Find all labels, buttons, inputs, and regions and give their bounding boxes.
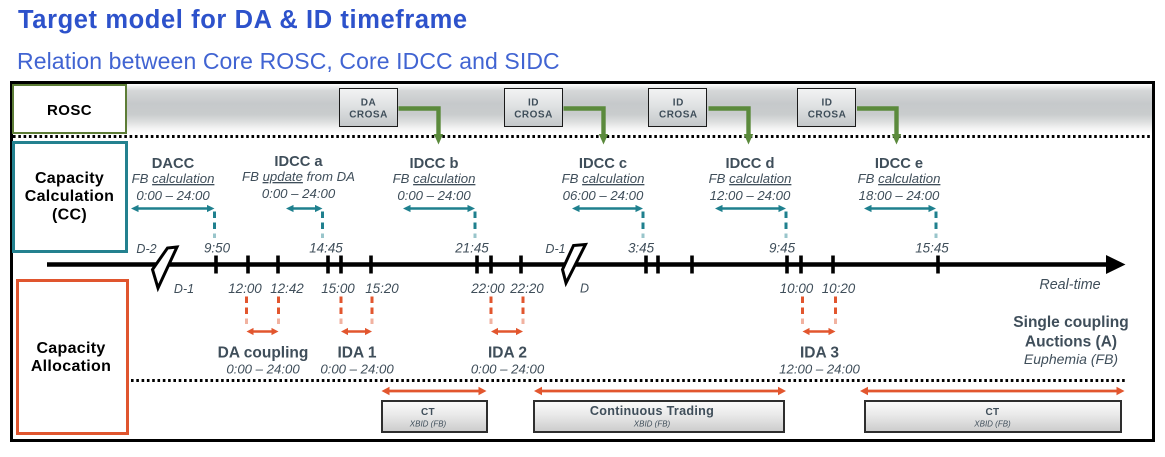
svg-text:10:00: 10:00 — [780, 281, 814, 296]
svg-text:0:00 – 24:00: 0:00 – 24:00 — [397, 188, 471, 203]
svg-text:9:50: 9:50 — [204, 241, 231, 256]
svg-text:IDA 3: IDA 3 — [800, 344, 839, 361]
svg-text:Real-time: Real-time — [1039, 277, 1100, 293]
svg-text:12:00 – 24:00: 12:00 – 24:00 — [710, 188, 791, 203]
svg-text:IDCC b: IDCC b — [410, 156, 459, 172]
svg-text:FB calculation: FB calculation — [858, 171, 941, 186]
svg-text:9:45: 9:45 — [769, 241, 796, 256]
svg-text:ID: ID — [528, 98, 539, 109]
svg-text:FB update from DA: FB update from DA — [242, 169, 355, 184]
svg-text:CROSA: CROSA — [808, 110, 847, 121]
svg-text:CROSA: CROSA — [659, 110, 698, 121]
svg-text:Capacity: Capacity — [36, 340, 105, 357]
svg-text:IDA 1: IDA 1 — [337, 344, 376, 361]
svg-text:21:45: 21:45 — [454, 241, 489, 256]
svg-text:DA: DA — [361, 98, 376, 109]
svg-text:15:20: 15:20 — [365, 281, 399, 296]
svg-text:12:42: 12:42 — [270, 281, 304, 296]
svg-text:D-2: D-2 — [136, 242, 156, 256]
svg-text:CT: CT — [986, 407, 1000, 418]
svg-text:06:00 – 24:00: 06:00 – 24:00 — [563, 188, 644, 203]
svg-text:0:00 – 24:00: 0:00 – 24:00 — [320, 362, 394, 377]
svg-text:12:00: 12:00 — [228, 281, 262, 296]
svg-text:10:20: 10:20 — [822, 281, 856, 296]
svg-text:IDCC a: IDCC a — [274, 154, 323, 170]
svg-text:0:00 – 24:00: 0:00 – 24:00 — [471, 362, 545, 377]
svg-text:CROSA: CROSA — [349, 110, 388, 121]
svg-text:Allocation: Allocation — [31, 358, 111, 375]
svg-text:Euphemia (FB): Euphemia (FB) — [1024, 351, 1118, 367]
svg-text:XBID (FB): XBID (FB) — [409, 420, 447, 429]
svg-text:22:00: 22:00 — [470, 281, 505, 296]
svg-text:0:00 – 24:00: 0:00 – 24:00 — [226, 362, 300, 377]
svg-text:FB calculation: FB calculation — [709, 171, 792, 186]
svg-text:FB calculation: FB calculation — [393, 171, 476, 186]
svg-text:22:20: 22:20 — [509, 281, 544, 296]
svg-text:D-1: D-1 — [545, 242, 565, 256]
svg-text:3:45: 3:45 — [628, 241, 655, 256]
svg-text:FB calculation: FB calculation — [562, 171, 645, 186]
svg-text:DACC: DACC — [152, 156, 195, 172]
svg-text:IDCC e: IDCC e — [875, 156, 923, 172]
svg-text:ID: ID — [822, 98, 833, 109]
svg-text:18:00 – 24:00: 18:00 – 24:00 — [859, 188, 940, 203]
svg-text:ROSC: ROSC — [47, 102, 92, 119]
svg-text:FB calculation: FB calculation — [132, 171, 215, 186]
svg-text:Auctions (A): Auctions (A) — [1025, 334, 1117, 351]
svg-text:15:00: 15:00 — [321, 281, 355, 296]
svg-text:D-1: D-1 — [174, 282, 194, 296]
svg-text:XBID (FB): XBID (FB) — [973, 420, 1011, 429]
svg-text:14:45: 14:45 — [309, 241, 343, 256]
svg-text:Calculation: Calculation — [25, 188, 115, 205]
svg-text:IDCC c: IDCC c — [579, 156, 627, 172]
svg-text:12:00 – 24:00: 12:00 – 24:00 — [779, 362, 860, 377]
svg-text:IDCC d: IDCC d — [726, 156, 775, 172]
svg-text:Capacity: Capacity — [35, 170, 104, 187]
svg-text:(CC): (CC) — [52, 207, 87, 224]
svg-text:D: D — [580, 282, 589, 296]
svg-text:CT: CT — [421, 407, 435, 418]
svg-text:IDA 2: IDA 2 — [488, 344, 527, 361]
svg-text:ID: ID — [673, 98, 684, 109]
svg-text:DA coupling: DA coupling — [218, 344, 309, 361]
svg-text:Single coupling: Single coupling — [1013, 314, 1128, 331]
svg-text:0:00 – 24:00: 0:00 – 24:00 — [136, 188, 210, 203]
svg-text:0:00 – 24:00: 0:00 – 24:00 — [262, 186, 336, 201]
svg-text:XBID (FB): XBID (FB) — [633, 420, 671, 429]
svg-text:15:45: 15:45 — [915, 241, 949, 256]
svg-text:Continuous Trading: Continuous Trading — [590, 404, 714, 418]
svg-text:CROSA: CROSA — [514, 110, 553, 121]
